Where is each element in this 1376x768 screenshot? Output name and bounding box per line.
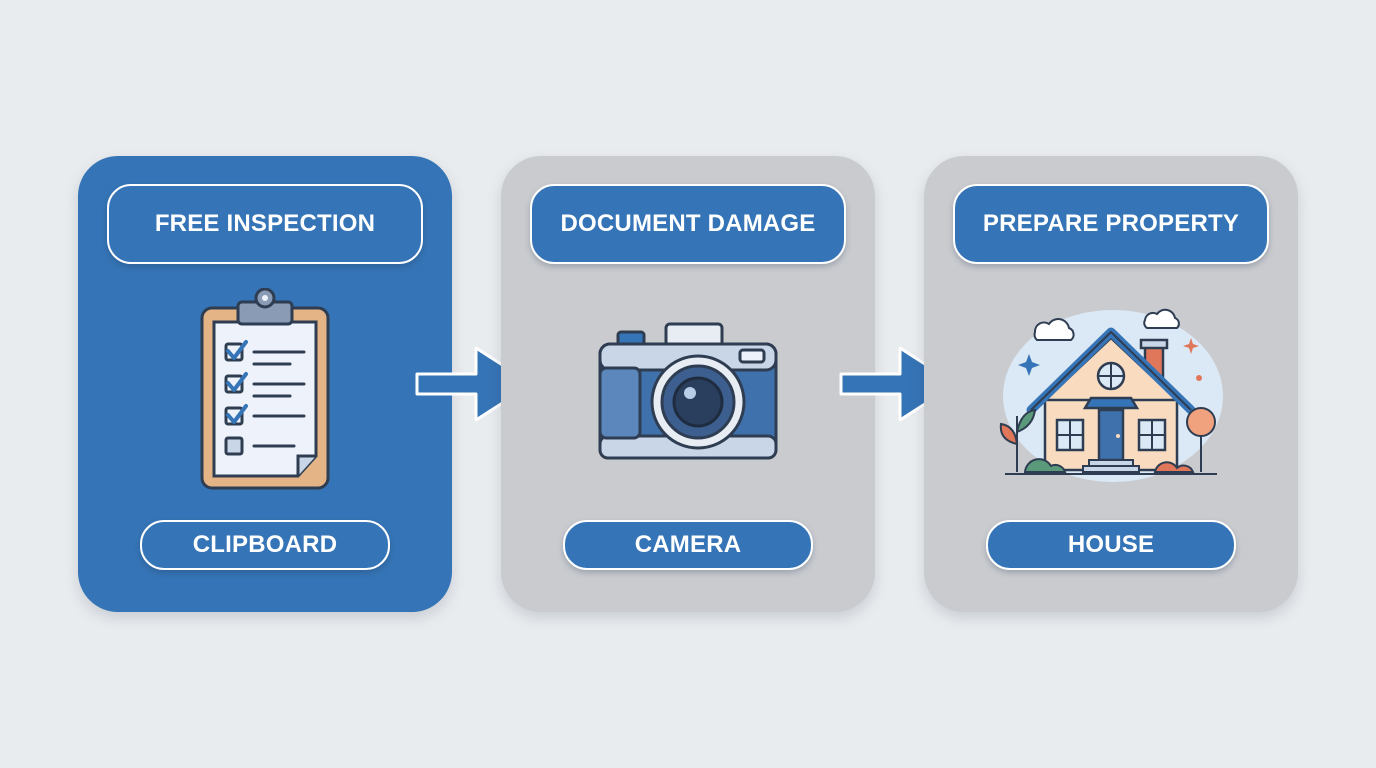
step-card-free-inspection: FREE INSPECTION xyxy=(78,156,452,612)
step-label-house: HOUSE xyxy=(986,520,1236,570)
step-label-camera: CAMERA xyxy=(563,520,813,570)
step-title-free-inspection: FREE INSPECTION xyxy=(107,184,423,264)
step-title-prepare-property: PREPARE PROPERTY xyxy=(953,184,1269,264)
camera-icon xyxy=(596,320,780,464)
step-card-document-damage: DOCUMENT DAMAGE CAMERA xyxy=(501,156,875,612)
step-label-clipboard: CLIPBOARD xyxy=(140,520,390,570)
clipboard-icon xyxy=(190,287,340,498)
step-title-document-damage: DOCUMENT DAMAGE xyxy=(530,184,846,264)
step-card-prepare-property: PREPARE PROPERTY xyxy=(924,156,1298,612)
house-icon xyxy=(995,296,1227,486)
